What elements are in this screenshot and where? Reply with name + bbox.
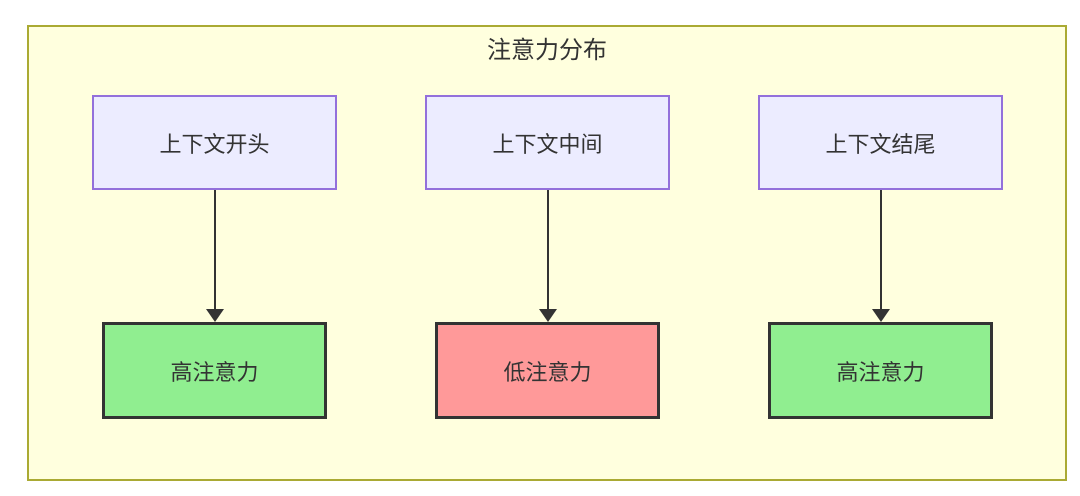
node-attention-result-2-label: 低注意力	[503, 360, 592, 386]
node-context-middle: 上下文中间	[425, 95, 670, 190]
arrow-context-middle	[538, 190, 557, 322]
node-attention-result-2: 低注意力	[435, 322, 660, 419]
arrow-head-icon	[538, 309, 557, 322]
arrow-line	[879, 190, 882, 309]
arrow-context-start	[205, 190, 224, 322]
node-attention-result-3: 高注意力	[768, 322, 993, 419]
node-attention-result-3-label: 高注意力	[836, 360, 925, 386]
flow-columns: 上下文开头 高注意力 上下文中间 低注意力	[29, 95, 1065, 419]
node-context-end-label: 上下文结尾	[825, 132, 936, 158]
node-context-end: 上下文结尾	[758, 95, 1003, 190]
arrow-line	[546, 190, 549, 309]
node-context-start: 上下文开头	[92, 95, 337, 190]
arrow-head-icon	[871, 309, 890, 322]
node-context-start-label: 上下文开头	[159, 132, 270, 158]
node-attention-result-1: 高注意力	[102, 322, 327, 419]
node-attention-result-1-label: 高注意力	[170, 360, 259, 386]
arrow-head-icon	[205, 309, 224, 322]
flow-column-context-middle: 上下文中间 低注意力	[425, 95, 670, 419]
flow-column-context-end: 上下文结尾 高注意力	[758, 95, 1003, 419]
cluster-attention-distribution: 注意力分布 上下文开头 高注意力 上下文中间	[27, 25, 1067, 481]
arrow-line	[213, 190, 216, 309]
cluster-title: 注意力分布	[487, 36, 607, 64]
node-context-middle-label: 上下文中间	[492, 132, 603, 158]
arrow-context-end	[871, 190, 890, 322]
flow-column-context-start: 上下文开头 高注意力	[92, 95, 337, 419]
